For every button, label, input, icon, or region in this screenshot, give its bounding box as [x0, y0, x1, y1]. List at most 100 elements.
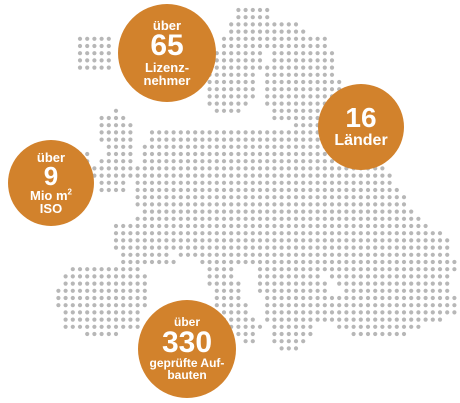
map-dot — [99, 317, 104, 322]
map-dot — [286, 22, 291, 27]
map-dot — [329, 51, 335, 56]
map-dot — [185, 173, 191, 178]
map-dot — [236, 72, 241, 77]
map-dot — [301, 187, 306, 193]
map-dot — [250, 209, 255, 214]
map-dot — [387, 238, 392, 243]
map-dot — [265, 101, 270, 106]
map-dot — [301, 202, 306, 207]
map-dot — [322, 252, 327, 257]
map-dot — [229, 202, 234, 207]
map-dot — [236, 137, 241, 142]
map-dot — [128, 274, 133, 279]
map-dot — [236, 159, 241, 164]
map-dot — [164, 151, 169, 157]
map-dot — [337, 231, 342, 236]
map-dot — [423, 252, 428, 257]
map-dot — [92, 166, 97, 171]
map-dot — [445, 295, 450, 301]
map-dot — [315, 317, 320, 322]
map-dot — [430, 252, 435, 257]
map-dot — [279, 216, 284, 221]
map-dot — [135, 173, 140, 178]
map-dot — [164, 130, 169, 135]
map-dot — [322, 36, 327, 41]
map-dot — [322, 87, 327, 92]
map-dot — [308, 231, 313, 236]
map-dot — [308, 259, 313, 265]
map-dot — [185, 187, 191, 193]
map-dot — [301, 180, 306, 185]
map-dot — [394, 252, 399, 257]
map-dot — [365, 187, 371, 193]
map-dot — [315, 72, 320, 77]
map-dot — [301, 72, 306, 77]
map-dot — [250, 7, 255, 13]
map-dot — [301, 310, 306, 315]
map-dot — [157, 151, 162, 157]
map-dot — [200, 202, 205, 207]
map-dot — [164, 159, 169, 164]
map-dot — [337, 209, 342, 214]
map-dot — [380, 324, 385, 329]
map-dot — [70, 281, 75, 286]
map-dot — [214, 130, 219, 135]
map-dot — [250, 137, 255, 142]
map-dot — [99, 65, 104, 70]
map-dot — [99, 331, 104, 337]
map-dot — [344, 252, 349, 257]
licensees-value: 65 — [150, 29, 184, 63]
map-dot — [265, 238, 270, 243]
map-dot — [229, 245, 234, 250]
map-dot — [250, 339, 255, 344]
map-dot — [113, 187, 119, 193]
map-dot — [221, 166, 227, 171]
area-prefix: über — [36, 149, 66, 165]
map-dot — [437, 274, 443, 279]
map-dot — [301, 252, 306, 257]
map-dot — [416, 281, 421, 286]
map-dot — [236, 65, 241, 70]
map-dot — [394, 295, 399, 301]
map-dot — [452, 259, 457, 265]
map-dot — [236, 7, 241, 13]
map-dot — [236, 173, 241, 178]
map-dot — [315, 259, 320, 265]
map-dot — [113, 281, 119, 286]
map-dot — [92, 36, 97, 41]
map-dot — [409, 324, 414, 329]
map-dot — [142, 209, 147, 214]
map-dot — [135, 267, 140, 272]
map-dot — [99, 36, 104, 41]
map-dot — [272, 267, 277, 272]
map-dot — [113, 115, 119, 121]
map-dot — [409, 274, 414, 279]
map-dot — [315, 231, 320, 236]
map-dot — [229, 58, 234, 63]
map-dot — [286, 94, 291, 99]
map-dot — [178, 238, 183, 243]
map-dot — [236, 151, 241, 157]
map-dot — [265, 151, 270, 157]
map-dot — [308, 72, 313, 77]
map-dot — [221, 173, 227, 178]
map-dot — [380, 238, 385, 243]
map-dot — [315, 79, 320, 85]
map-dot — [272, 202, 277, 207]
licensees-badge: über 65 Lizenz- nehmer — [118, 4, 216, 102]
map-dot — [409, 317, 414, 322]
map-dot — [322, 259, 327, 265]
map-dot — [286, 151, 291, 157]
map-dot — [243, 87, 248, 92]
map-dot — [279, 187, 284, 193]
map-dot — [106, 180, 111, 185]
map-dot — [207, 130, 212, 135]
map-dot — [128, 123, 133, 128]
map-dot — [387, 310, 392, 315]
map-dot — [279, 209, 284, 214]
map-dot — [351, 281, 356, 286]
map-dot — [286, 288, 291, 293]
map-dot — [121, 144, 126, 149]
map-dot — [416, 288, 421, 293]
map-dot — [344, 281, 349, 286]
